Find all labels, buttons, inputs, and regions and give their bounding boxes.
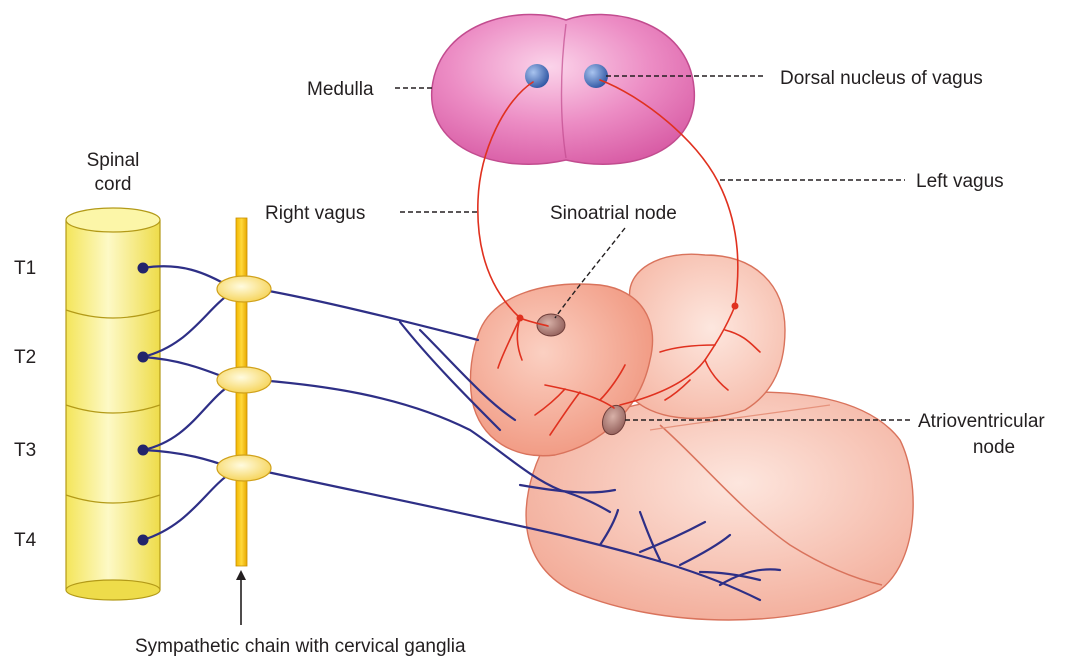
label-spinal-cord-1: Spinal (87, 150, 140, 171)
ganglion-2 (217, 367, 271, 393)
label-sympathetic-chain: Sympathetic chain with cervical ganglia (135, 636, 466, 657)
label-right-vagus: Right vagus (265, 203, 365, 224)
label-t1: T1 (14, 258, 36, 279)
ganglion-3 (217, 455, 271, 481)
label-medulla: Medulla (307, 79, 374, 100)
label-atrioventricular-1: Atrioventricular (918, 411, 1045, 432)
ganglion-1 (217, 276, 271, 302)
label-t4: T4 (14, 530, 37, 551)
medulla (432, 14, 695, 164)
label-spinal-cord-2: cord (95, 174, 132, 195)
dorsal-nucleus-right (584, 64, 608, 88)
label-left-vagus: Left vagus (916, 171, 1004, 192)
label-atrioventricular-2: node (973, 437, 1015, 458)
label-sinoatrial-node: Sinoatrial node (550, 203, 677, 224)
label-t3: T3 (14, 440, 36, 461)
label-dorsal-nucleus: Dorsal nucleus of vagus (780, 68, 983, 89)
label-t2: T2 (14, 347, 36, 368)
heart (470, 254, 913, 620)
